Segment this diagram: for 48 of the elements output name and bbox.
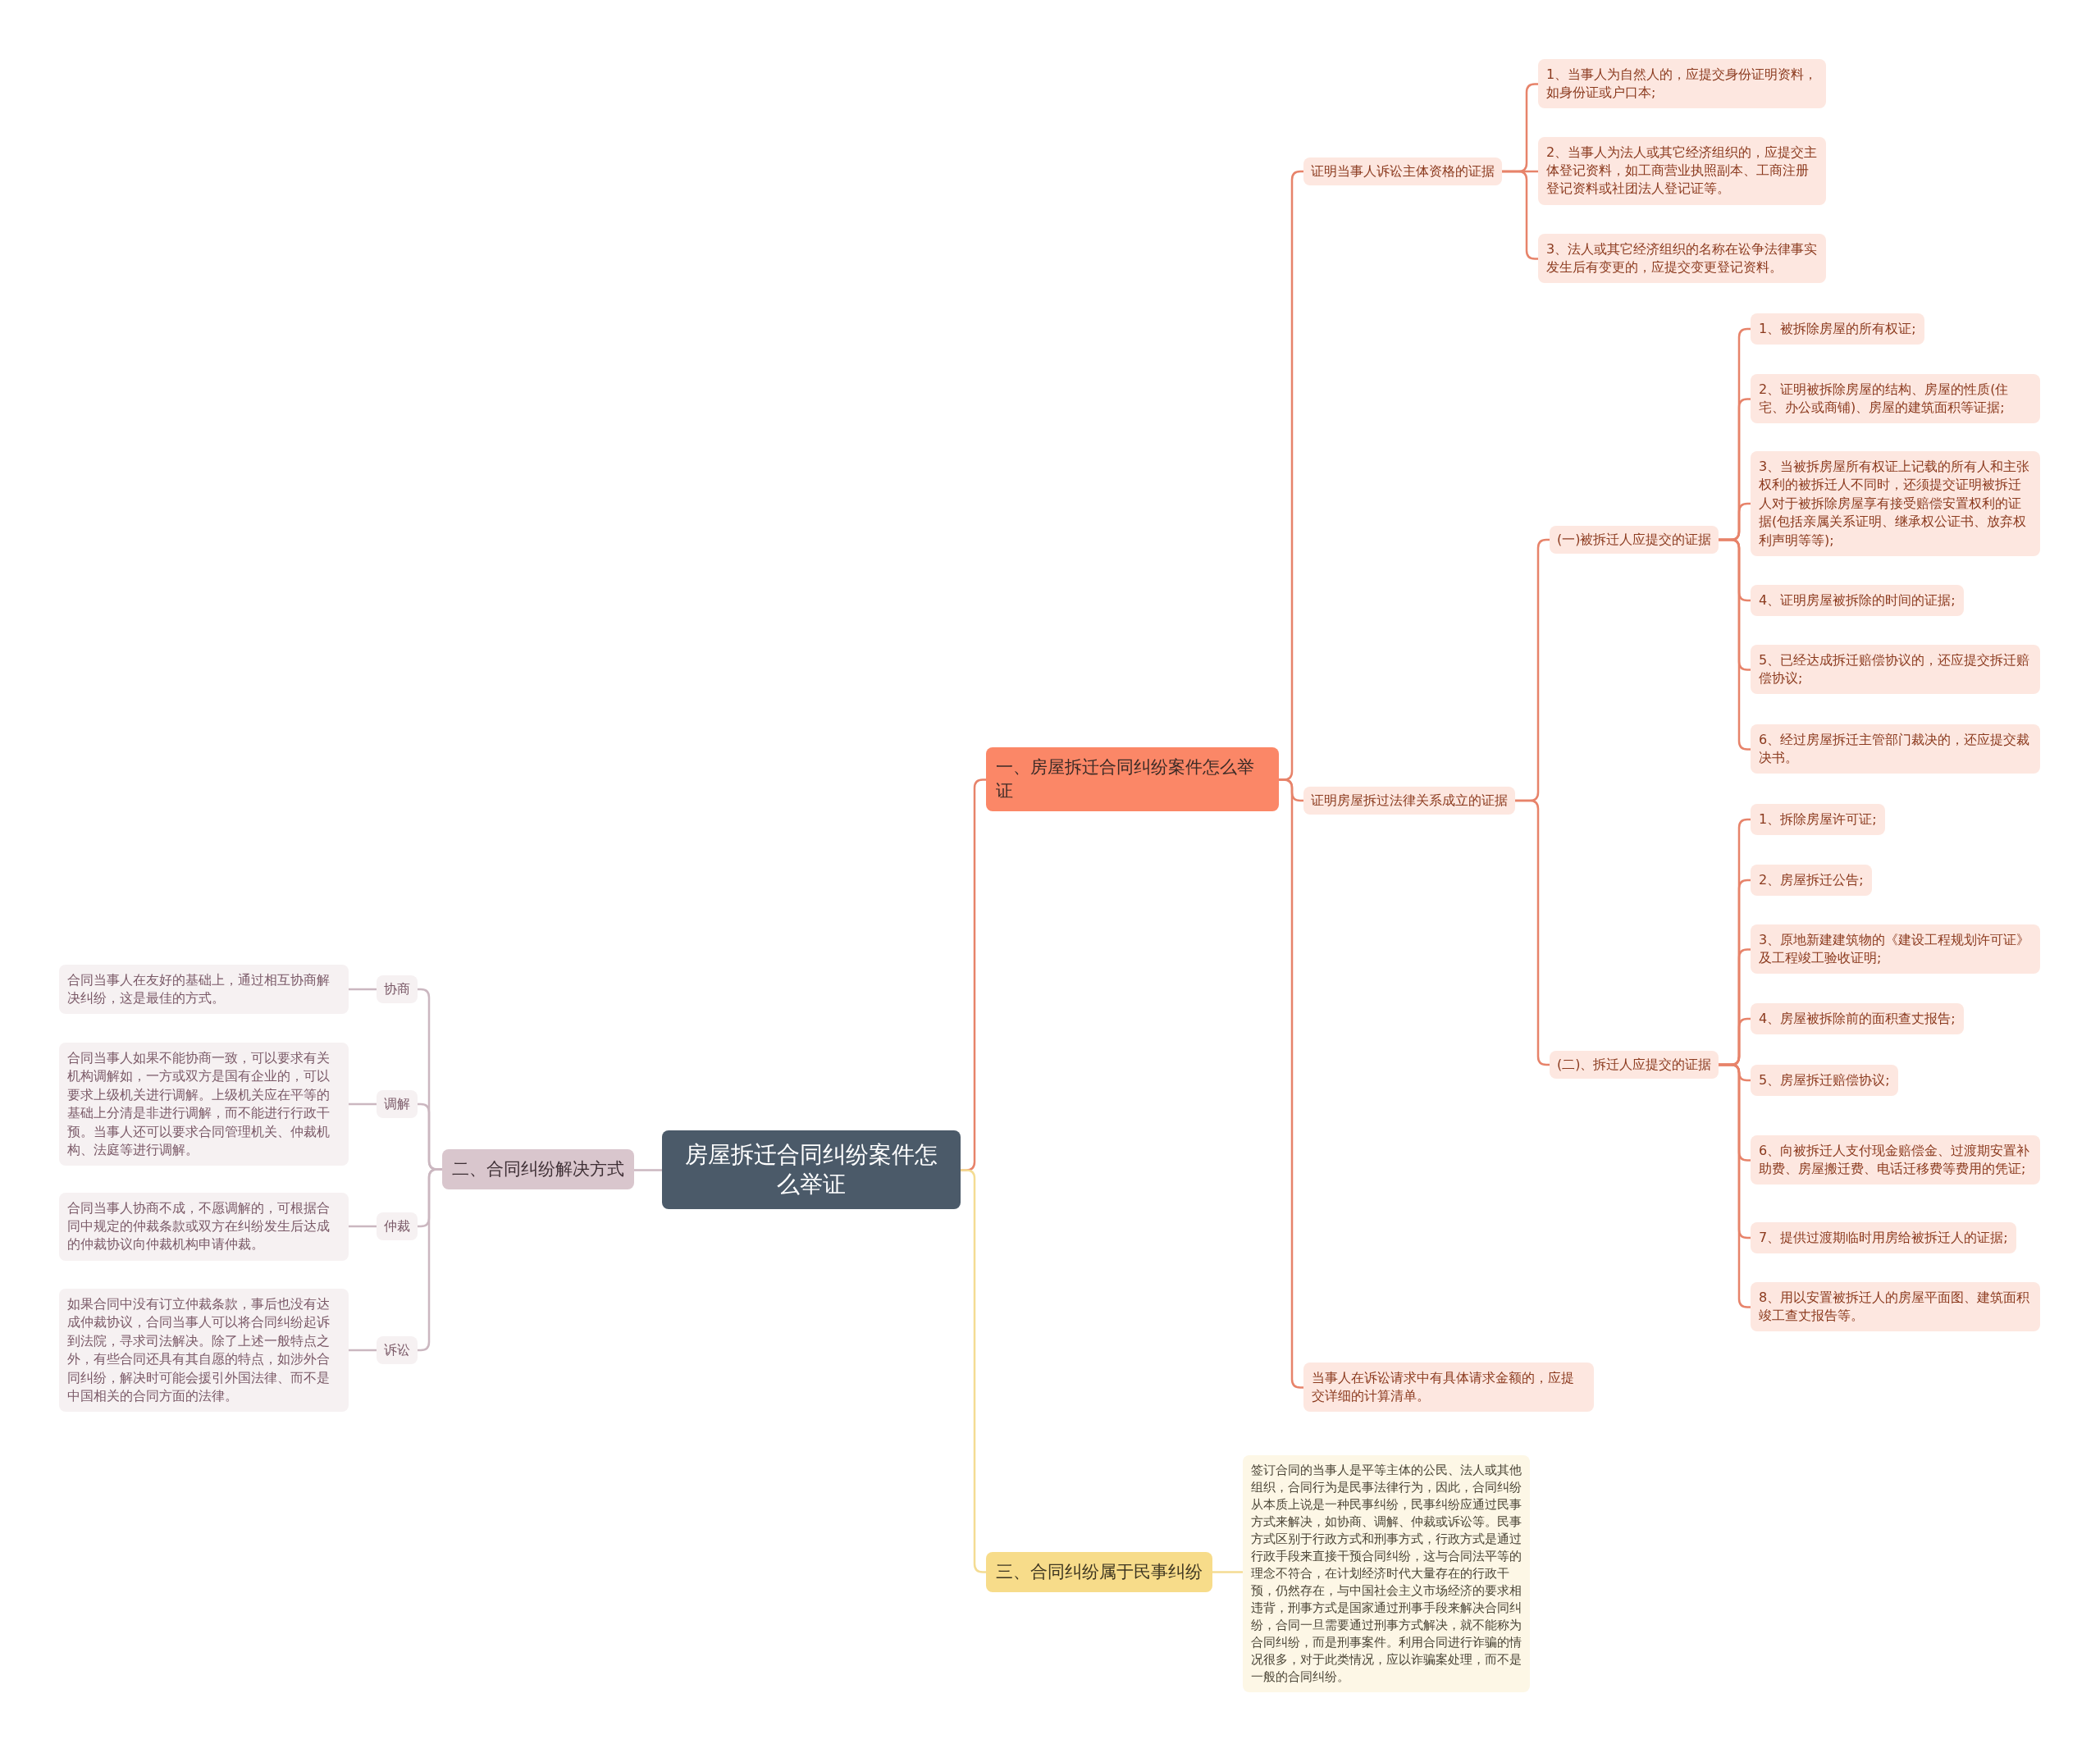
connector-line: [349, 988, 377, 991]
note-box: 当事人在诉讼请求中有具体请求金额的，应提交详细的计算清单。: [1303, 1362, 1594, 1413]
note-box: 3、法人或其它经济组织的名称在讼争法律事实发生后有变更的，应提交变更登记资料。: [1538, 233, 1826, 284]
connector-line: [1515, 799, 1550, 1066]
connector-line: [349, 1225, 377, 1228]
note-box: 1、拆除房屋许可证;: [1751, 804, 1885, 836]
note-box: 7、提供过渡期临时用房给被拆迁人的证据;: [1751, 1222, 2016, 1254]
connector-line: [1278, 778, 1304, 1389]
connector-line: [418, 1168, 442, 1352]
subtopic-box: 仲裁: [377, 1212, 418, 1241]
subtopic-box: 调解: [377, 1090, 418, 1119]
note-box: 1、被拆除房屋的所有权证;: [1751, 313, 1924, 345]
note-box: 2、当事人为法人或其它经济组织的，应提交主体登记资料，如工商营业执照副本、工商注册登记资料或社团法人登记证等。: [1538, 136, 1826, 205]
central-topic: 房屋拆迁合同纠纷案件怎么举证: [662, 1130, 961, 1210]
connector-line: [1719, 1063, 1751, 1308]
note-box: 2、房屋拆迁公告;: [1751, 865, 1872, 897]
note-box: 4、房屋被拆除前的面积查丈报告;: [1751, 1003, 1964, 1035]
note-box: 合同当事人如果不能协商一致，可以要求有关机构调解如，一方或双方是国有企业的，可以要求上级机关进行调解。上级机关应在平等的基础上分清是非进行调解，而不能进行行政干预。当事人还可以要求合同管理机关、仲裁机构、法庭等进行调解。: [59, 1043, 349, 1166]
note-box: 6、向被拆迁人支付现金赔偿金、过渡期安置补助费、房屋搬迁费、电话迁移费等费用的凭证;: [1751, 1134, 2040, 1185]
main-topic-box: 二、合同纠纷解决方式: [442, 1148, 634, 1189]
subtopic-box: (二)、拆迁人应提交的证据: [1550, 1051, 1719, 1080]
note-box: 合同当事人协商不成，不愿调解的，可根据合同中规定的仲裁条款或双方在纠纷发生后达成的仲裁协议向仲裁机构申请仲裁。: [59, 1192, 349, 1261]
connector-line: [961, 1169, 986, 1573]
connector-line: [1502, 170, 1538, 260]
connector-line: [634, 1169, 662, 1171]
subtopic-box: 证明房屋拆过法律关系成立的证据: [1303, 787, 1515, 815]
connector-line: [1719, 538, 1751, 751]
main-topic-box: 一、房屋拆迁合同纠纷案件怎么举证: [986, 746, 1279, 812]
note-box: 1、当事人为自然人的，应提交身份证明资料，如身份证或户口本;: [1538, 58, 1826, 109]
connector-line: [349, 1349, 377, 1352]
subtopic-box: 证明当事人诉讼主体资格的证据: [1303, 157, 1502, 186]
note-box: 6、经过房屋拆迁主管部门裁决的，还应提交裁决书。: [1751, 724, 2040, 774]
subtopic-box: 诉讼: [377, 1336, 418, 1365]
note-box: 签订合同的当事人是平等主体的公民、法人或其他组织，合同行为是民事法律行为，因此，合同纠纷从本质上说是一种民事纠纷，民事纠纷应通过民事方式来解决，如协商、调解、仲裁或诉讼等。民事方式区别于行政方式和刑事方式，行政方式是通过行政手段来直接干预合同纠纷，这与合同法平等的理念不符合，在计划经济时代大量存在的行政干预，仍然存在，与中国社会主义市场经济的要求相违背，刑事方式是国家通过刑事手段来解决合同纠纷，合同一旦需要通过刑事方式解决，就不能称为合同纠纷，而是刑事案件。利用合同进行诈骗的情况很多，对于此类情况，应以诈骗案处理，而不是一般的合同纠纷。: [1243, 1454, 1530, 1692]
connector-line: [1212, 1571, 1243, 1573]
note-box: 4、证明房屋被拆除的时间的证据;: [1751, 585, 1964, 617]
subtopic-box: 协商: [377, 975, 418, 1004]
note-box: 5、房屋拆迁赔偿协议;: [1751, 1065, 1898, 1097]
note-box: 合同当事人在友好的基础上，通过相互协商解决纠纷，这是最佳的方式。: [59, 964, 349, 1015]
note-box: 8、用以安置被拆迁人的房屋平面图、建筑面积竣工查丈报告等。: [1751, 1281, 2040, 1332]
note-box: 3、原地新建建筑物的《建设工程规划许可证》及工程竣工验收证明;: [1751, 924, 2040, 975]
note-box: 2、证明被拆除房屋的结构、房屋的性质(住宅、办公或商铺)、房屋的建筑面积等证据;: [1751, 373, 2040, 424]
connector-line: [349, 1102, 377, 1106]
note-box: 5、已经达成拆迁赔偿协议的，还应提交拆迁赔偿协议;: [1751, 644, 2040, 695]
note-box: 如果合同中没有订立仲裁条款，事后也没有达成仲裁协议，合同当事人可以将合同纠纷起诉到法院，寻求司法解决。除了上述一般特点之外，有些合同还具有其自愿的特点，如涉外合同纠纷，解决时可能会援引外国法律、而不是中国相关的合同方面的法律。: [59, 1289, 349, 1413]
subtopic-box: (一)被拆迁人应提交的证据: [1550, 526, 1719, 555]
main-topic-box: 三、合同纠纷属于民事纠纷: [986, 1551, 1212, 1592]
note-box: 3、当被拆房屋所有权证上记载的所有人和主张权利的被拆迁人不同时，还须提交证明被拆迁人对于被拆除房屋享有接受赔偿安置权利的证据(包括亲属关系证明、继承权公证书、放弃权利声明等等);: [1751, 451, 2040, 556]
